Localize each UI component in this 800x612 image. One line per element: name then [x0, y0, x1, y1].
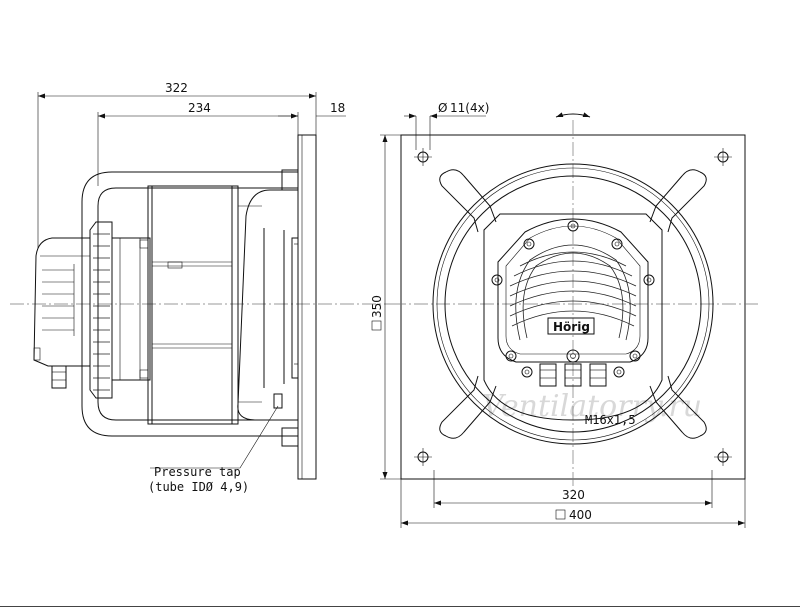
- inlet-nozzle: [237, 189, 298, 421]
- plate-side: [297, 134, 317, 480]
- front-view: Hörig M16x1,5: [392, 112, 760, 492]
- motor-fins: [93, 233, 110, 391]
- electronics-housing: [497, 218, 649, 363]
- pressure-tap-nipple: [273, 393, 283, 409]
- support-arm-inner: [97, 187, 298, 421]
- watermark: Ventilatorry.ru: [482, 389, 702, 424]
- dim-hole-spec: 11(4x): [450, 101, 489, 115]
- square-symbol-icon: [371, 320, 382, 331]
- housing-screws: [491, 220, 655, 378]
- electronics-box: [33, 237, 91, 367]
- impeller: [147, 185, 239, 425]
- dim-hole-spacing: 320: [562, 488, 585, 502]
- inlet-ring-outer: [432, 163, 714, 445]
- motor-stator: [89, 221, 113, 399]
- support-arms: [439, 169, 707, 439]
- dim-plate-width: 400: [569, 508, 592, 522]
- cooling-fins: [509, 244, 637, 341]
- pressure-tap-tube-label: (tube IDØ 4,9): [148, 480, 249, 494]
- square-symbol-icon-2: [555, 509, 566, 520]
- brand-logo-plate: [547, 317, 595, 335]
- pressure-tap-leader: [150, 405, 279, 469]
- arm-clamp-bottom: [281, 427, 299, 447]
- cable-glands: [539, 363, 607, 387]
- front-view-dimensions: Ø 11(4x) 350 320 400: [370, 101, 746, 528]
- cable-gland-thread-label: M16x1,5: [585, 413, 636, 427]
- dim-impeller-depth: 234: [188, 101, 211, 115]
- dim-plate-thickness: 18: [330, 101, 345, 115]
- side-view: [10, 134, 392, 480]
- side-view-dimensions: 322 234 18 Pressure tap (tube IDØ 4,9): [37, 81, 346, 494]
- frame-bottom-border: [0, 606, 800, 607]
- brand-logo: Hörig: [553, 320, 590, 334]
- cable-gland-side: [51, 365, 67, 389]
- pressure-tap-label: Pressure tap: [154, 465, 241, 479]
- inlet-ring-inner: [444, 175, 702, 433]
- motor-rotor: [111, 237, 151, 381]
- rotation-arrow-icon: [555, 112, 591, 118]
- dim-hole-diameter-symbol: Ø: [438, 101, 447, 115]
- support-arm-outer: [81, 171, 298, 437]
- mounting-holes: [414, 148, 732, 466]
- dim-overall-depth: 322: [165, 81, 188, 95]
- arm-clamp-top: [281, 169, 299, 191]
- dim-plate-height: 350: [370, 295, 384, 318]
